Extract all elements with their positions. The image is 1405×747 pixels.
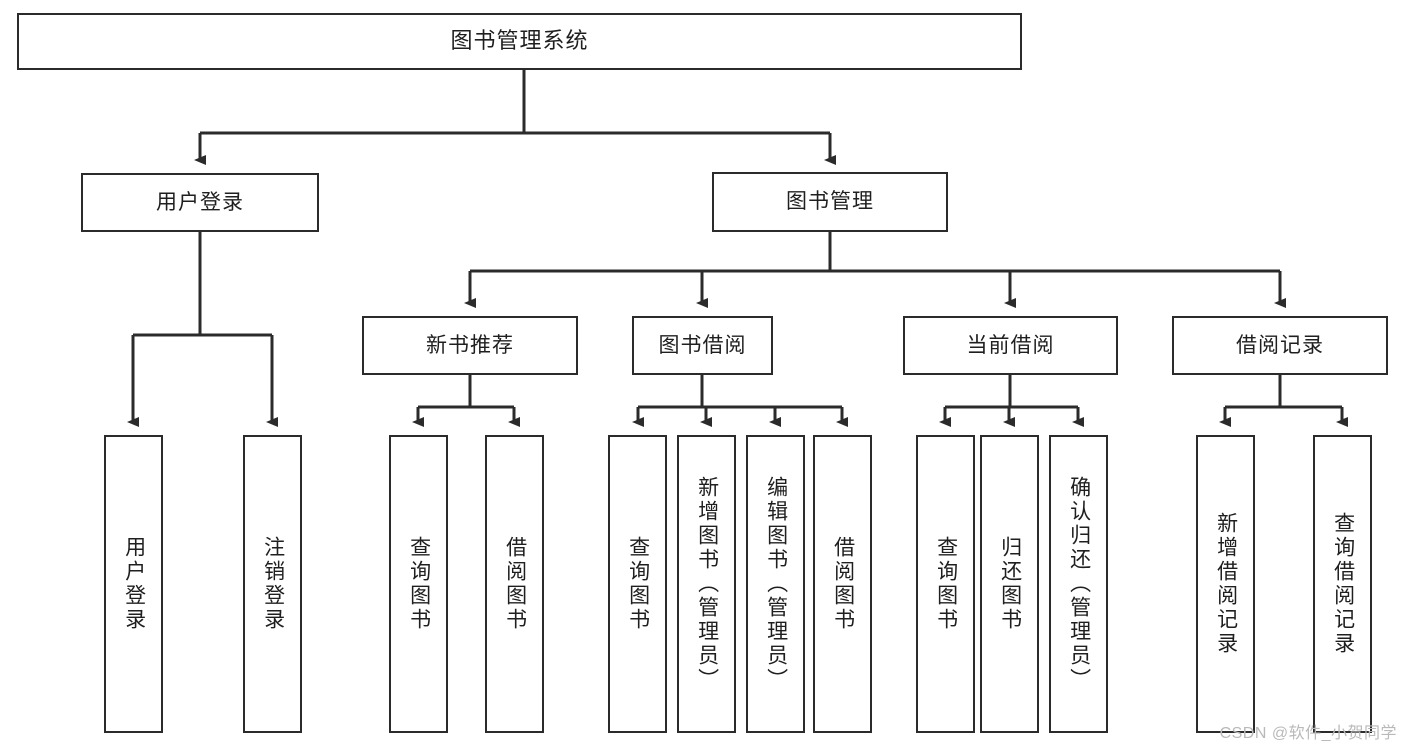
leaf-label: 归还图书	[998, 536, 1022, 632]
leaf-current-query-book[interactable]: 查询图书	[916, 435, 975, 733]
leaf-recommend-borrow-book[interactable]: 借阅图书	[485, 435, 544, 733]
leaf-current-return-book[interactable]: 归还图书	[980, 435, 1039, 733]
leaf-label: 借阅图书	[503, 536, 527, 632]
leaf-label: 新增借阅记录	[1214, 512, 1238, 656]
leaf-borrow-query-book[interactable]: 查询图书	[608, 435, 667, 733]
node-user-login[interactable]: 用户登录	[81, 173, 319, 232]
leaf-recommend-query-book[interactable]: 查询图书	[389, 435, 448, 733]
leaf-label: 确认归还（管理员）	[1067, 476, 1091, 692]
node-borrow-records[interactable]: 借阅记录	[1172, 316, 1388, 375]
leaf-records-query-record[interactable]: 查询借阅记录	[1313, 435, 1372, 733]
leaf-current-confirm-return-admin[interactable]: 确认归还（管理员）	[1049, 435, 1108, 733]
leaf-label: 查询借阅记录	[1331, 512, 1355, 656]
leaf-label: 查询图书	[934, 536, 958, 632]
leaf-label: 用户登录	[122, 536, 146, 632]
leaf-label: 借阅图书	[831, 536, 855, 632]
leaf-borrow-borrow-book[interactable]: 借阅图书	[813, 435, 872, 733]
watermark: CSDN @软件_小贺同学	[1219, 725, 1397, 742]
leaf-label: 查询图书	[407, 536, 431, 632]
node-book-borrow[interactable]: 图书借阅	[632, 316, 773, 375]
leaf-records-add-record[interactable]: 新增借阅记录	[1196, 435, 1255, 733]
leaf-label: 查询图书	[626, 536, 650, 632]
leaf-user-login-signout[interactable]: 注销登录	[243, 435, 302, 733]
node-root-system[interactable]: 图书管理系统	[17, 13, 1022, 70]
leaf-user-login-signin[interactable]: 用户登录	[104, 435, 163, 733]
node-new-book-recommend[interactable]: 新书推荐	[362, 316, 578, 375]
leaf-label: 注销登录	[261, 536, 285, 632]
leaf-label: 编辑图书（管理员）	[764, 476, 788, 692]
node-book-management[interactable]: 图书管理	[712, 172, 948, 232]
leaf-borrow-edit-book-admin[interactable]: 编辑图书（管理员）	[746, 435, 805, 733]
node-current-borrow[interactable]: 当前借阅	[903, 316, 1118, 375]
leaf-label: 新增图书（管理员）	[695, 476, 719, 692]
leaf-borrow-add-book-admin[interactable]: 新增图书（管理员）	[677, 435, 736, 733]
